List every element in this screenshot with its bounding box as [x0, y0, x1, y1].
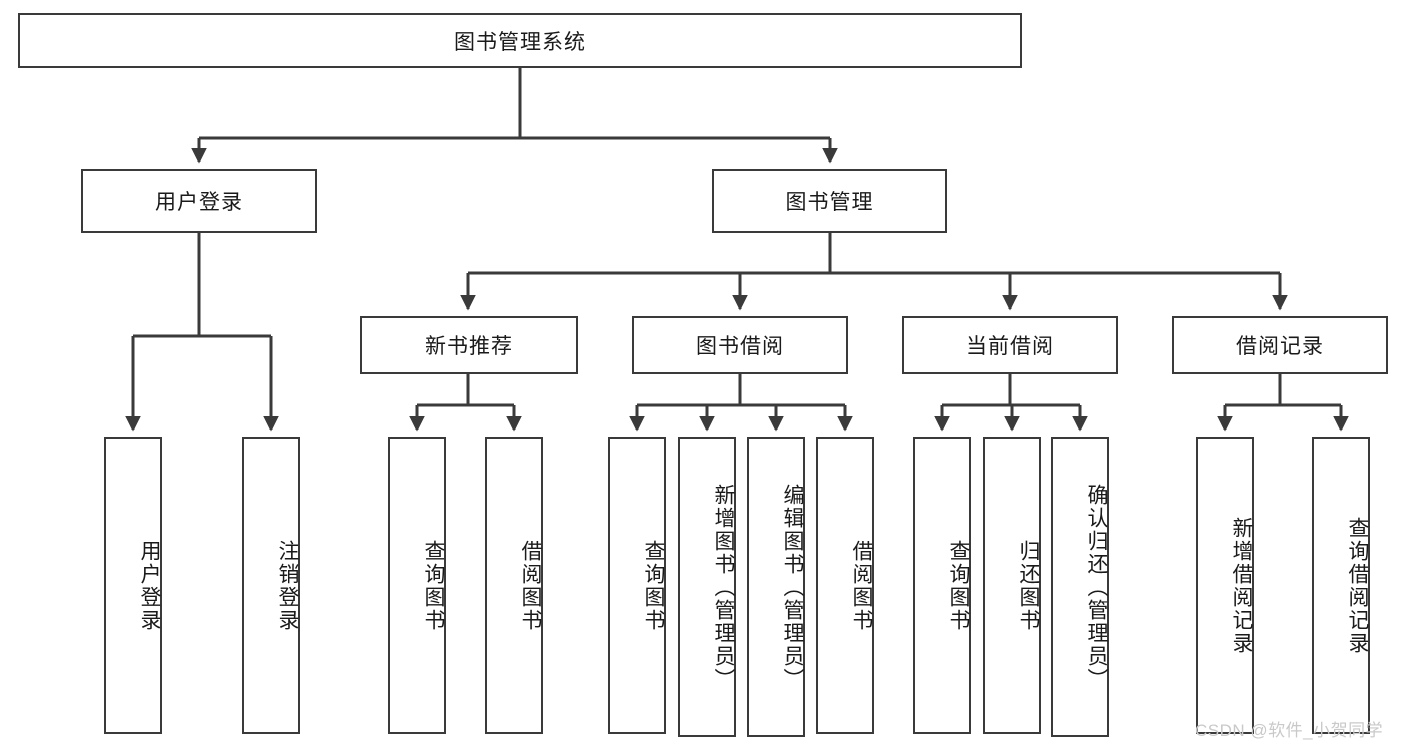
node-label: 借阅图书	[850, 539, 873, 632]
node-leaf-query-borrow-record[interactable]: 查询借阅记录	[1312, 437, 1370, 734]
node-label: 查询借阅记录	[1346, 516, 1369, 655]
node-label: 图书借阅	[696, 335, 784, 358]
node-leaf-query-book-current[interactable]: 查询图书	[913, 437, 971, 734]
node-label: 图书管理	[785, 191, 874, 214]
node-user-login[interactable]: 用户登录	[81, 169, 317, 233]
node-label: 当前借阅	[966, 335, 1054, 358]
node-borrow-record[interactable]: 借阅记录	[1172, 316, 1388, 374]
node-leaf-user-login[interactable]: 用户登录	[104, 437, 162, 734]
node-label: 编辑图书（管理员）	[781, 483, 804, 691]
node-leaf-return-book[interactable]: 归还图书	[983, 437, 1041, 734]
node-book-management[interactable]: 图书管理	[712, 169, 947, 233]
node-leaf-add-book-admin[interactable]: 新增图书（管理员）	[678, 437, 736, 737]
node-label: 图书管理系统	[454, 30, 586, 54]
node-leaf-query-book-recommend[interactable]: 查询图书	[388, 437, 446, 734]
node-label: 归还图书	[1017, 539, 1040, 632]
node-label: 用户登录	[138, 539, 161, 632]
node-root-system[interactable]: 图书管理系统	[18, 13, 1022, 68]
node-new-book-recommend[interactable]: 新书推荐	[360, 316, 578, 374]
node-label: 新增图书（管理员）	[712, 483, 735, 691]
node-leaf-confirm-return-admin[interactable]: 确认归还（管理员）	[1051, 437, 1109, 737]
node-label: 新书推荐	[425, 335, 513, 358]
node-label: 查询图书	[947, 539, 970, 632]
node-leaf-borrow-book-recommend[interactable]: 借阅图书	[485, 437, 543, 734]
node-leaf-query-book-borrow[interactable]: 查询图书	[608, 437, 666, 734]
node-label: 查询图书	[422, 539, 445, 632]
node-leaf-add-borrow-record[interactable]: 新增借阅记录	[1196, 437, 1254, 734]
node-current-borrow[interactable]: 当前借阅	[902, 316, 1118, 374]
node-label: 借阅图书	[519, 539, 542, 632]
node-leaf-logout[interactable]: 注销登录	[242, 437, 300, 734]
node-label: 查询图书	[642, 539, 665, 632]
node-label: 注销登录	[276, 539, 299, 632]
node-label: 用户登录	[155, 191, 243, 214]
node-leaf-edit-book-admin[interactable]: 编辑图书（管理员）	[747, 437, 805, 737]
node-book-borrow[interactable]: 图书借阅	[632, 316, 848, 374]
node-label: 新增借阅记录	[1230, 516, 1253, 655]
node-label: 确认归还（管理员）	[1085, 483, 1108, 691]
node-leaf-borrow-book[interactable]: 借阅图书	[816, 437, 874, 734]
node-label: 借阅记录	[1236, 335, 1324, 358]
